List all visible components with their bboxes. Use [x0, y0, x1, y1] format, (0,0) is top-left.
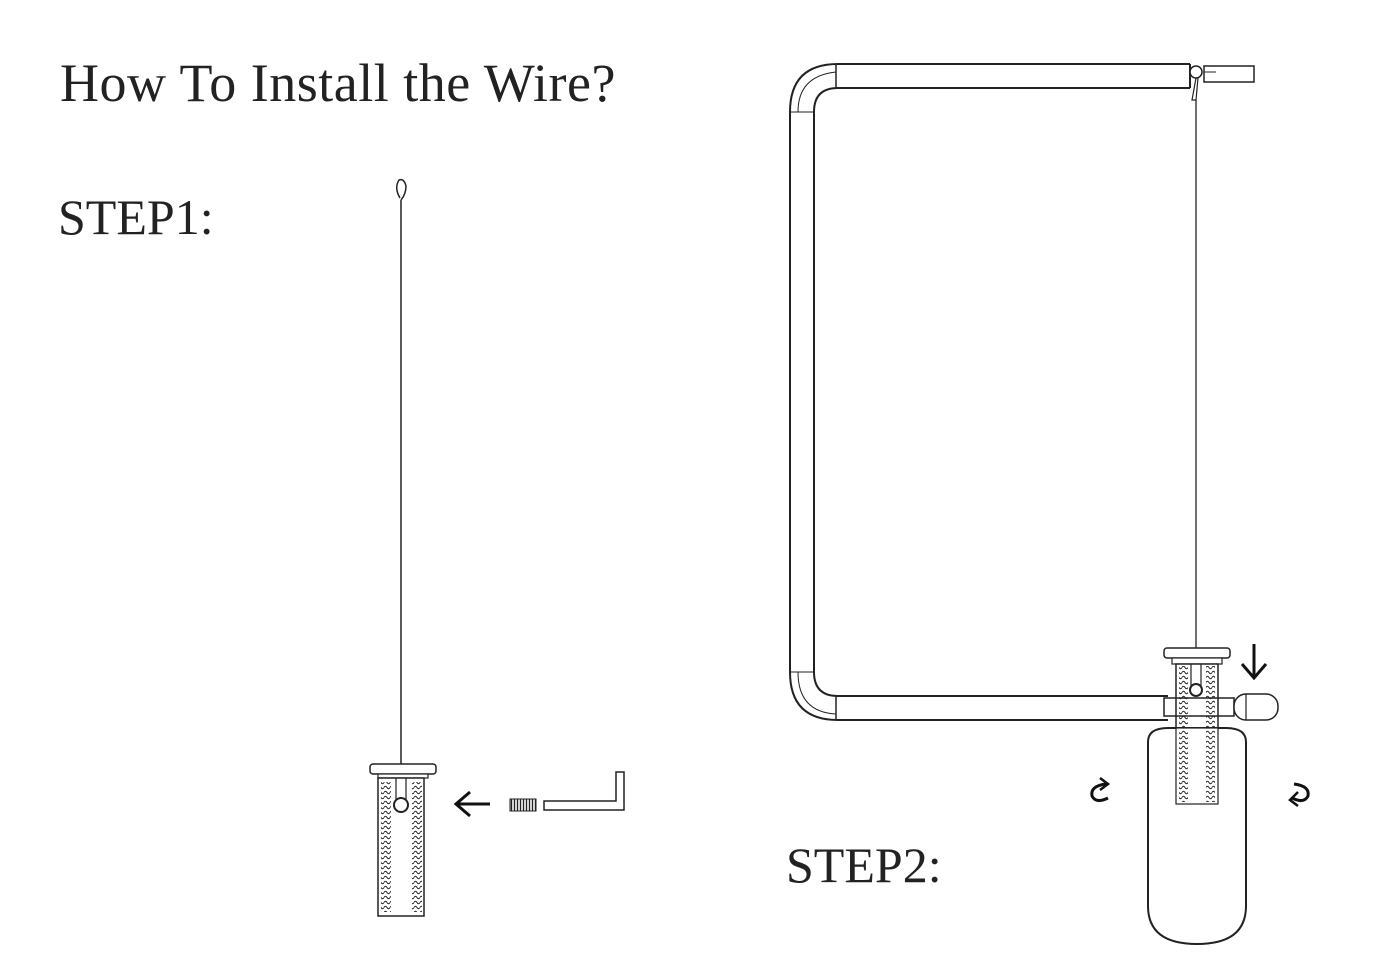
arrow-down-icon: [1240, 644, 1268, 681]
wire: [1191, 77, 1199, 680]
step1-diagram: [369, 178, 625, 917]
page-title: How To Install the Wire?: [60, 53, 616, 113]
tension-knob: [1147, 727, 1247, 946]
rotate-arrow-icon: [1288, 782, 1310, 807]
top-end-fitting: [1189, 65, 1255, 83]
wire: [396, 178, 407, 790]
arrow-left-icon: [453, 790, 490, 818]
step1-label: STEP1:: [58, 189, 214, 245]
hex-key: [543, 771, 625, 811]
set-screw: [509, 798, 537, 812]
step2-label: STEP2:: [786, 837, 942, 893]
frame-pin: [1163, 693, 1279, 721]
frame: [789, 63, 1191, 721]
step2-diagram: [789, 63, 1310, 946]
rotate-arrow-icon: [1090, 777, 1111, 803]
wire-fitting: [369, 763, 437, 917]
